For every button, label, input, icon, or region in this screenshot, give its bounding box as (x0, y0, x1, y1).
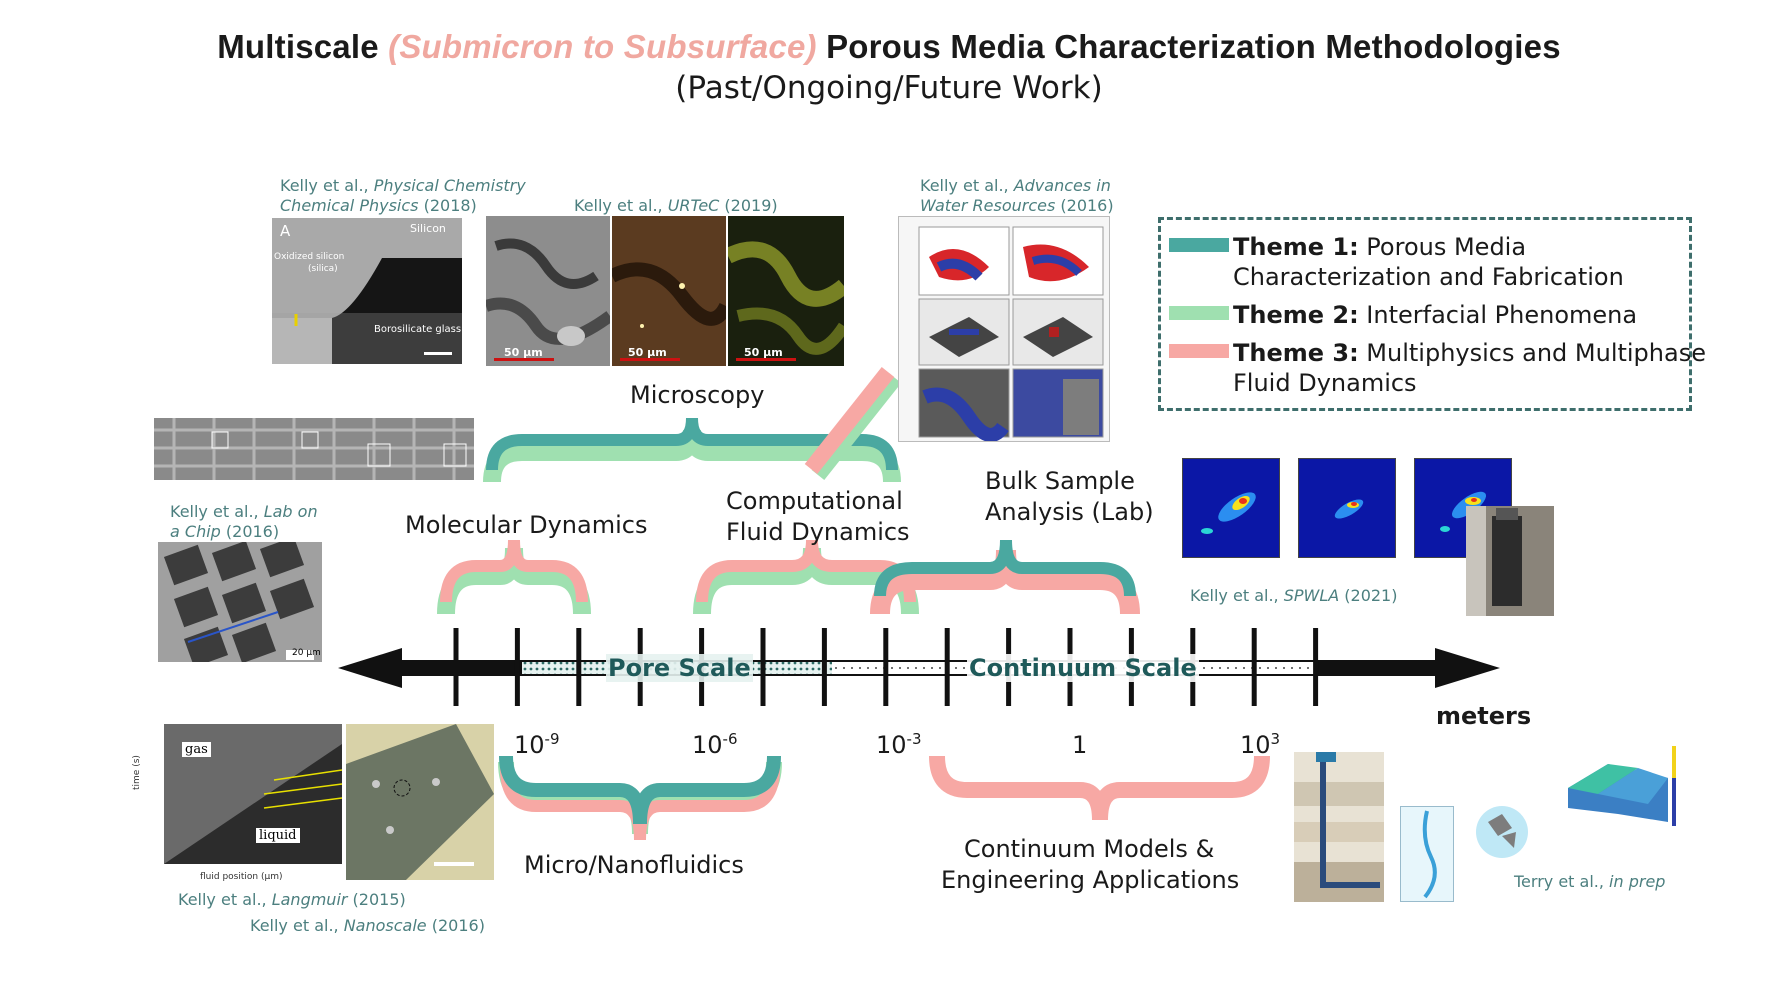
terry-reservoir-diagram (1294, 752, 1384, 902)
cite-terry: Terry et al., in prep (1514, 872, 1666, 891)
bulk-brace (870, 539, 1140, 615)
axis-unit-label: meters (1436, 702, 1532, 730)
continuum-brace (929, 755, 1270, 821)
microscopy-brace (483, 417, 901, 483)
label-continuum-1: Continuum Models & (964, 835, 1215, 863)
cite-pccp: Kelly et al., Physical Chemistry (280, 176, 526, 195)
legend-theme3: Theme 3: Multiphysics and Multiphase (1233, 339, 1706, 367)
label-bulk-2: Analysis (Lab) (985, 498, 1154, 526)
label-cfd-2: Fluid Dynamics (726, 518, 910, 546)
label-molecular-dynamics: Molecular Dynamics (405, 511, 648, 539)
urtec-optical-image: 50 μm (612, 216, 726, 366)
loc-droplet-sequence-image (154, 418, 474, 480)
microscopy-connector (804, 367, 902, 480)
label-micro-nanofluidics: Micro/Nanofluidics (524, 851, 744, 879)
title-highlight: (Submicron to Subsurface) (388, 28, 817, 65)
theme-legend: Theme 1: Porous Media Characterization a… (1158, 217, 1706, 411)
micronano-brace (498, 755, 782, 841)
theme2-swatch (1169, 306, 1229, 320)
label-continuum-2: Engineering Applications (941, 866, 1240, 894)
cite-spwla: Kelly et al., SPWLA (2021) (1190, 586, 1398, 605)
tick-label-1e-9: 10-9 (514, 730, 560, 759)
label-cfd-1: Computational (726, 487, 903, 515)
urtec-sem-image: 50 μm (486, 216, 610, 366)
langmuir-kymograph-image: gas liquid (164, 724, 342, 864)
label-bulk-1: Bulk Sample (985, 467, 1135, 495)
legend-theme2: Theme 2: Interfacial Phenomena (1233, 301, 1638, 329)
loc-microfracture-image: 20 μm (158, 542, 322, 662)
legend-theme1-line2: Characterization and Fabrication (1233, 263, 1624, 291)
tick-label-1e3: 103 (1240, 730, 1281, 759)
langmuir-xlabel: fluid position (μm) (200, 872, 283, 882)
tick-label-1e-6: 10-6 (692, 730, 738, 759)
page-title: Multiscale (Submicron to Subsurface) Por… (0, 28, 1778, 66)
urtec-scale-2: 50 μm (628, 346, 667, 359)
terry-core-cylinder (1400, 806, 1454, 902)
nanoscale-chip-photo (346, 724, 494, 880)
cite-urtec: Kelly et al., URTeC (2019) (574, 196, 778, 215)
cite-nanoscale: Kelly et al., Nanoscale (2016) (250, 916, 485, 935)
langmuir-gas-label: gas (182, 742, 211, 757)
langmuir-ylabel: time (s) (132, 755, 142, 790)
legend-theme1: Theme 1: Porous Media (1233, 233, 1527, 261)
spwla-lab-photo (1466, 506, 1554, 616)
pccp-sem-image: A Silicon Oxidized silicon (silica) Boro… (272, 218, 462, 364)
langmuir-liquid-label: liquid (256, 828, 300, 843)
pccp-glass-label: Borosilicate glass (374, 324, 462, 335)
theme1-swatch (1169, 238, 1229, 252)
continuum-scale-label: Continuum Scale (967, 654, 1199, 682)
pccp-silicon-label: Silicon (410, 222, 446, 235)
legend-theme3-line2: Fluid Dynamics (1233, 369, 1417, 397)
loc-scale-label: 20 μm (292, 648, 321, 658)
title-part2: Porous Media Characterization Methodolog… (816, 28, 1561, 65)
cite-langmuir: Kelly et al., Langmuir (2015) (178, 890, 406, 909)
cite-awr-line2: Water Resources (2016) (920, 196, 1114, 215)
md-brace (437, 539, 591, 615)
spwla-plot-1 (1182, 458, 1280, 558)
theme3-swatch (1169, 344, 1229, 358)
cite-loc: Kelly et al., Lab on (170, 502, 318, 521)
awr-figure-grid (898, 216, 1110, 442)
urtec-scale-1: 50 μm (504, 346, 543, 359)
label-microscopy: Microscopy (630, 381, 765, 409)
pccp-panel-letter: A (280, 222, 291, 240)
tick-label-1: 1 (1072, 731, 1088, 759)
urtec-scale-3: 50 μm (744, 346, 783, 359)
scale-axis (338, 628, 1500, 706)
page-subtitle: (Past/Ongoing/Future Work) (675, 70, 1103, 106)
spwla-plot-2 (1298, 458, 1396, 558)
pccp-oxidized-label: Oxidized silicon (274, 252, 345, 262)
pore-scale-label: Pore Scale (606, 654, 753, 682)
cite-pccp-line2: Chemical Physics (2018) (280, 196, 477, 215)
cite-loc-line2: a Chip (2016) (170, 522, 280, 541)
tick-label-1e-3: 10-3 (876, 730, 922, 759)
cite-awr: Kelly et al., Advances in (920, 176, 1111, 195)
urtec-fluorescence-image: 50 μm (728, 216, 844, 366)
pccp-silica-label: (silica) (308, 264, 338, 274)
terry-surface-plot (1548, 738, 1678, 834)
terry-pore-scale-sketch (1468, 804, 1538, 860)
title-part1: Multiscale (217, 28, 389, 65)
